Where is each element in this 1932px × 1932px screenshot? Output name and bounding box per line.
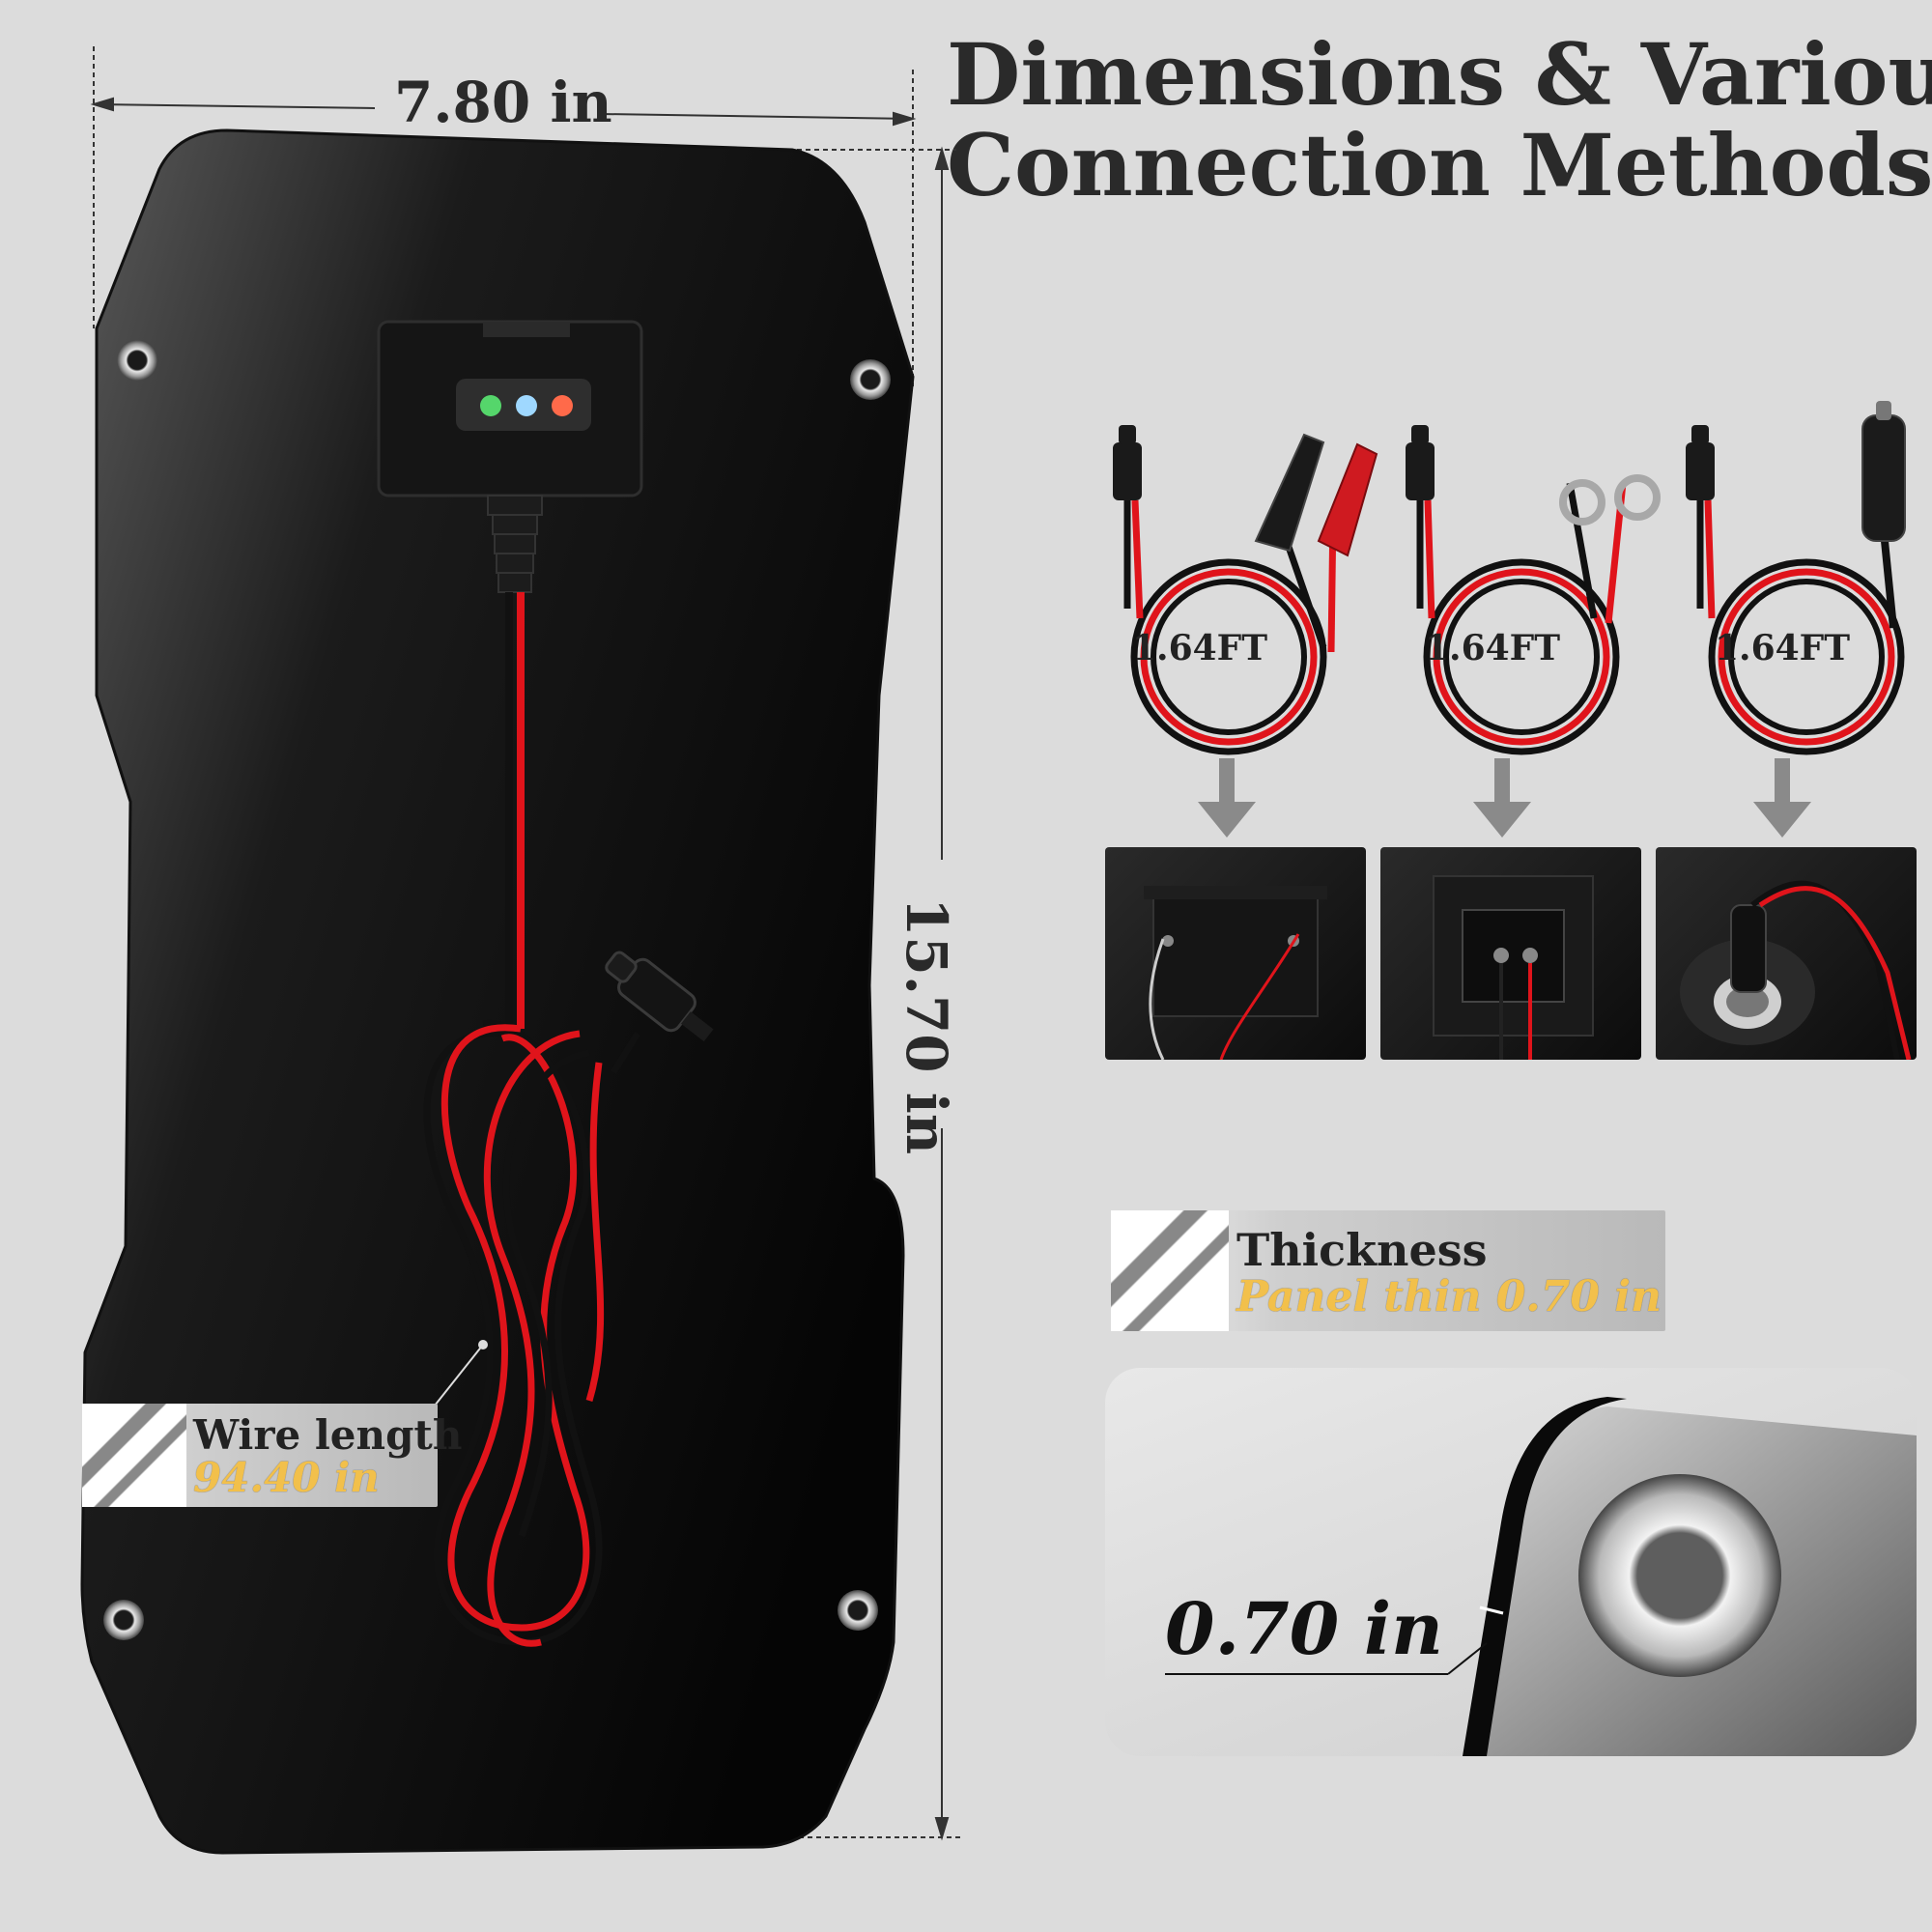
terminal-plate-illustration bbox=[1433, 875, 1594, 1060]
down-arrows bbox=[1198, 758, 1811, 838]
alligator-clip-black bbox=[1254, 433, 1325, 553]
cable-1-length: 1.64FT bbox=[1132, 628, 1268, 668]
grommet-bottom-left bbox=[103, 1600, 144, 1640]
alligator-clip-red bbox=[1317, 442, 1378, 557]
cable-accessories bbox=[1113, 401, 1906, 755]
indicator-led-blue bbox=[516, 395, 537, 416]
thickness-tag: Thickness Panel thin 0.70 in bbox=[1111, 1210, 1665, 1331]
arrow-down-icon bbox=[1473, 758, 1531, 838]
grommet-closeup bbox=[1578, 1474, 1781, 1677]
cable-3-length: 1.64FT bbox=[1715, 628, 1851, 668]
arrow-down-icon bbox=[1198, 758, 1256, 838]
cable-ring-terminals bbox=[1406, 425, 1661, 755]
cable-2-length: 1.64FT bbox=[1425, 628, 1561, 668]
cable-strain-relief bbox=[487, 495, 543, 593]
usage-thumbnail-car-socket bbox=[1656, 847, 1917, 1060]
thickness-detail-label: 0.70 in bbox=[1165, 1588, 1443, 1671]
ring-terminal-right bbox=[1614, 474, 1661, 521]
grommet-bottom-right bbox=[838, 1590, 878, 1631]
usage-thumbnail-ring-terminal bbox=[1380, 847, 1641, 1060]
wire-callout-line bbox=[434, 1344, 484, 1406]
height-dimension-line bbox=[753, 146, 964, 1841]
wire-length-title: Wire length bbox=[193, 1411, 463, 1459]
title-line-1: Dimensions & Various bbox=[947, 24, 1932, 125]
cable-cigarette-lighter bbox=[1686, 401, 1906, 755]
height-dimension-label: 15.70 in bbox=[894, 896, 960, 1155]
grommet-top-right bbox=[850, 359, 891, 400]
width-dimension-line bbox=[90, 46, 917, 386]
battery-terminal-illustration bbox=[1144, 886, 1327, 1060]
wire-length-value: 94.40 in bbox=[193, 1454, 380, 1501]
tag-stripe-icon bbox=[82, 1404, 186, 1507]
cable-alligator-clips bbox=[1113, 425, 1378, 755]
lighter-plug bbox=[1861, 414, 1906, 542]
panel-edge-closeup bbox=[1165, 1397, 1917, 1756]
ring-terminal-left bbox=[1559, 479, 1605, 526]
arrow-down-icon bbox=[1753, 758, 1811, 838]
page-title: Dimensions & Various Connection Methods bbox=[947, 24, 1932, 215]
coiled-wire bbox=[423, 1020, 640, 1647]
solar-panel-illustration bbox=[80, 46, 964, 1855]
grommet-top-left bbox=[117, 340, 157, 381]
sae-connector bbox=[605, 951, 714, 1042]
car-socket-illustration bbox=[1680, 880, 1912, 1060]
indicator-led-red bbox=[552, 395, 573, 416]
wire-length-tag: Wire length 94.40 in bbox=[82, 1404, 462, 1507]
usage-thumbnail-battery bbox=[1105, 847, 1366, 1060]
width-dimension-label: 7.80 in bbox=[394, 70, 612, 135]
tag-stripe-icon bbox=[1111, 1210, 1229, 1331]
thickness-detail-view: 0.70 in bbox=[1105, 1368, 1917, 1756]
indicator-led-green bbox=[480, 395, 501, 416]
main-cable bbox=[505, 592, 525, 1034]
thickness-value: Panel thin 0.70 in bbox=[1236, 1272, 1662, 1321]
charge-controller-box bbox=[377, 320, 643, 497]
thickness-title: Thickness bbox=[1236, 1224, 1488, 1276]
title-line-2: Connection Methods bbox=[947, 115, 1932, 215]
